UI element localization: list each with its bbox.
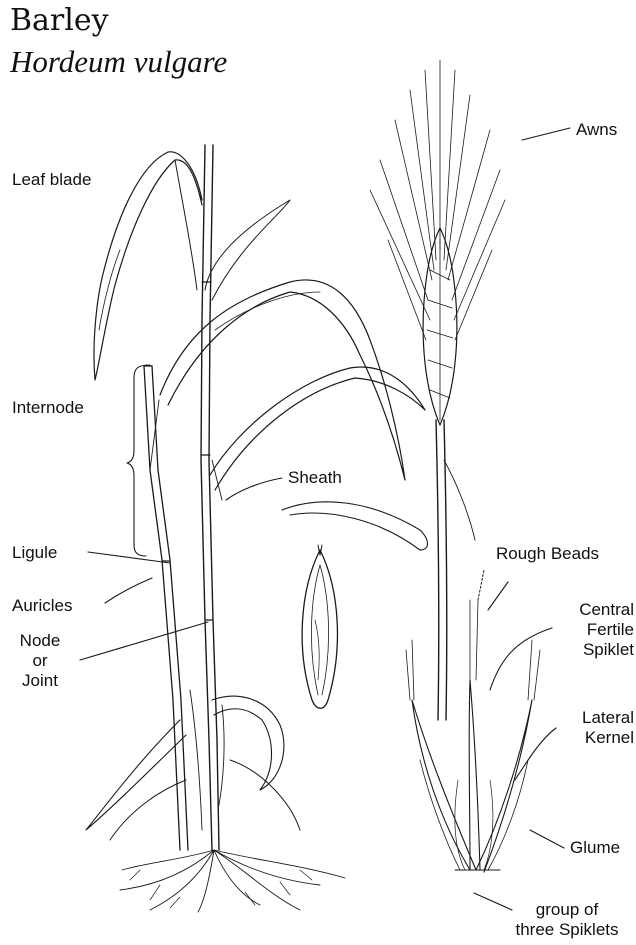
label-node-line3: Joint bbox=[10, 671, 70, 691]
diagram-subtitle: Hordeum vulgare bbox=[10, 44, 227, 80]
awns bbox=[370, 60, 505, 340]
leaf-blade-top bbox=[94, 152, 202, 380]
label-rough-beads: Rough Beads bbox=[496, 544, 599, 564]
left-stem bbox=[144, 366, 180, 850]
label-group-line1: group of bbox=[500, 900, 634, 920]
label-sheath: Sheath bbox=[288, 468, 342, 488]
diagram-title: Barley bbox=[10, 4, 109, 38]
sheath-leader bbox=[226, 478, 282, 500]
kernel-detail bbox=[302, 545, 337, 708]
label-awns: Awns bbox=[576, 120, 617, 140]
rough-beads-leader bbox=[488, 582, 508, 610]
label-central-line2: Fertile bbox=[540, 620, 634, 640]
label-group-line2: three Spiklets bbox=[500, 920, 634, 940]
awns-leader bbox=[522, 128, 570, 140]
label-auricles: Auricles bbox=[12, 596, 72, 616]
roots bbox=[120, 850, 345, 912]
label-internode: Internode bbox=[12, 398, 84, 418]
label-ligule: Ligule bbox=[12, 543, 57, 563]
glume-leader bbox=[530, 830, 564, 848]
leaf-blade-lower bbox=[282, 502, 428, 550]
ligule-leader bbox=[88, 552, 170, 563]
leader-lines bbox=[80, 128, 570, 910]
label-lateral-kernel: Lateral Kernel bbox=[540, 708, 634, 748]
label-node-line2: or bbox=[10, 651, 70, 671]
label-glume: Glume bbox=[570, 838, 620, 858]
spikelet-group bbox=[406, 570, 540, 872]
internode-bracket bbox=[127, 365, 150, 556]
label-lateral-line2: Kernel bbox=[540, 728, 634, 748]
barley-plant bbox=[86, 145, 428, 850]
label-lateral-line1: Lateral bbox=[540, 708, 634, 728]
label-node-or-joint: Node or Joint bbox=[10, 631, 70, 691]
auricles-leader bbox=[105, 578, 152, 603]
label-leaf-blade: Leaf blade bbox=[12, 170, 91, 190]
barley-head bbox=[370, 60, 505, 720]
label-group-of-three-spiklets: group of three Spiklets bbox=[500, 900, 634, 940]
label-central-line1: Central bbox=[540, 600, 634, 620]
leaf-blade-left-thin bbox=[205, 200, 290, 300]
label-central-line3: Spiklet bbox=[540, 640, 634, 660]
label-central-fertile-spiklet: Central Fertile Spiklet bbox=[540, 600, 634, 660]
node-leader bbox=[80, 622, 208, 660]
label-node-line1: Node bbox=[10, 631, 70, 651]
